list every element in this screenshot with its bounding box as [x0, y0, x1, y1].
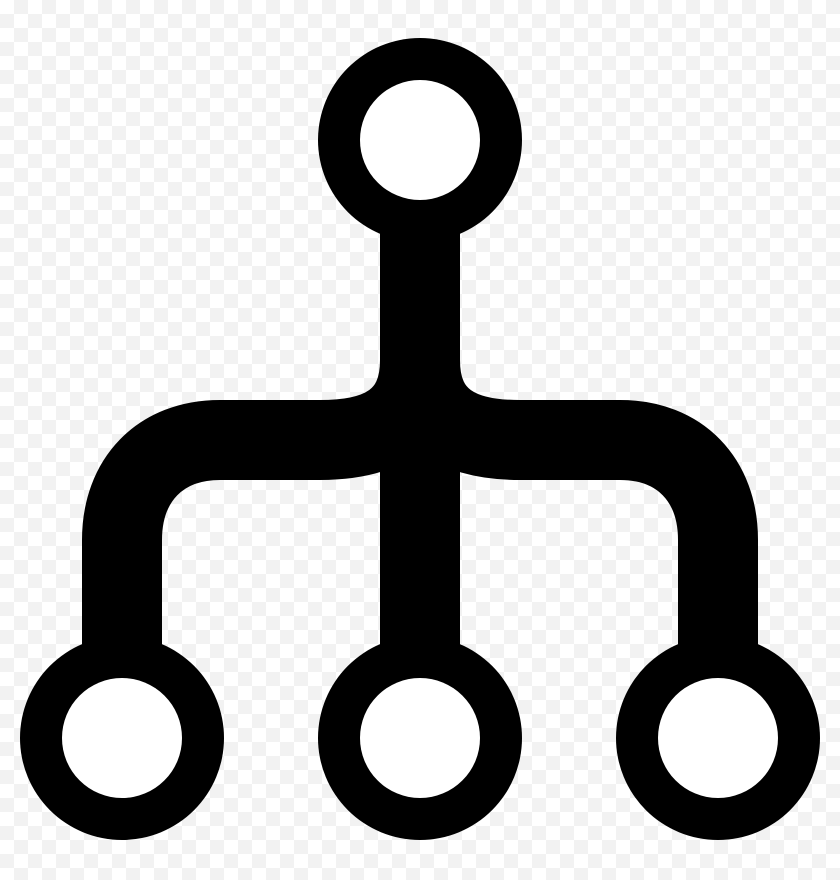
right-branch-line: [380, 358, 758, 700]
bottom-left-node: [20, 636, 224, 840]
top-node: [318, 38, 522, 242]
bottom-right-node: [616, 636, 820, 840]
bottom-center-node: [318, 636, 522, 840]
